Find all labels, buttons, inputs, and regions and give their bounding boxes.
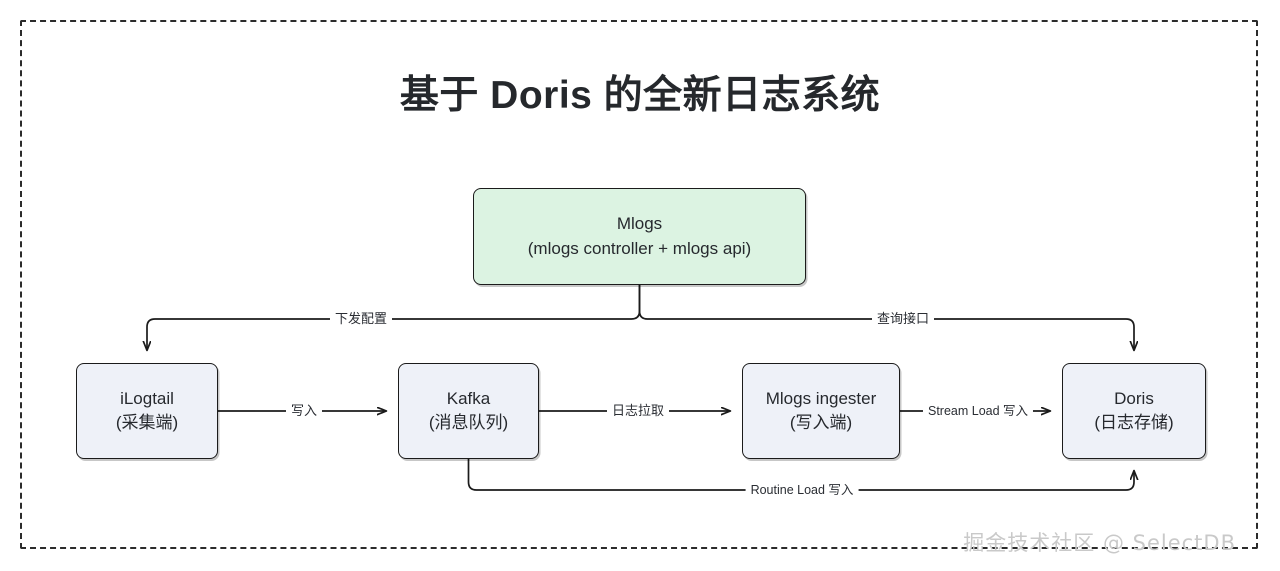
- node-ilogtail-line1: iLogtail: [120, 388, 174, 408]
- edge-label-query-interface: 查询接口: [871, 311, 935, 327]
- edge-label-stream-load-write: Stream Load 写入: [922, 403, 1034, 419]
- node-doris[interactable]: Doris (日志存储): [1062, 363, 1206, 459]
- page-title: 基于 Doris 的全新日志系统: [399, 74, 881, 117]
- node-mlogs-line2: (mlogs controller + mlogs api): [527, 238, 752, 258]
- node-kafka[interactable]: Kafka (消息队列): [398, 363, 539, 459]
- node-doris-line1: Doris: [1114, 388, 1154, 408]
- node-ingester-line2: (写入端): [789, 413, 853, 432]
- node-ilogtail-line2: (采集端): [115, 413, 179, 432]
- edge-label-write: 写入: [285, 403, 323, 419]
- node-kafka-line2: (消息队列): [428, 413, 509, 432]
- node-ingester-line1: Mlogs ingester: [765, 388, 877, 408]
- edge-label-distribute-config: 下发配置: [329, 311, 393, 327]
- diagram-frame-border: [20, 20, 1258, 549]
- node-kafka-line1: Kafka: [446, 388, 491, 408]
- node-doris-line2: (日志存储): [1094, 413, 1174, 432]
- node-mlogs[interactable]: Mlogs (mlogs controller + mlogs api): [473, 188, 806, 285]
- node-mlogs-line1: Mlogs: [616, 214, 663, 234]
- edge-label-routine-load-write: Routine Load 写入: [745, 482, 859, 498]
- watermark: 掘金技术社区 @ SelectDB: [963, 531, 1236, 555]
- edge-label-log-pull: 日志拉取: [606, 403, 670, 419]
- node-ilogtail[interactable]: iLogtail (采集端): [76, 363, 218, 459]
- node-mlogs-ingester[interactable]: Mlogs ingester (写入端): [742, 363, 900, 459]
